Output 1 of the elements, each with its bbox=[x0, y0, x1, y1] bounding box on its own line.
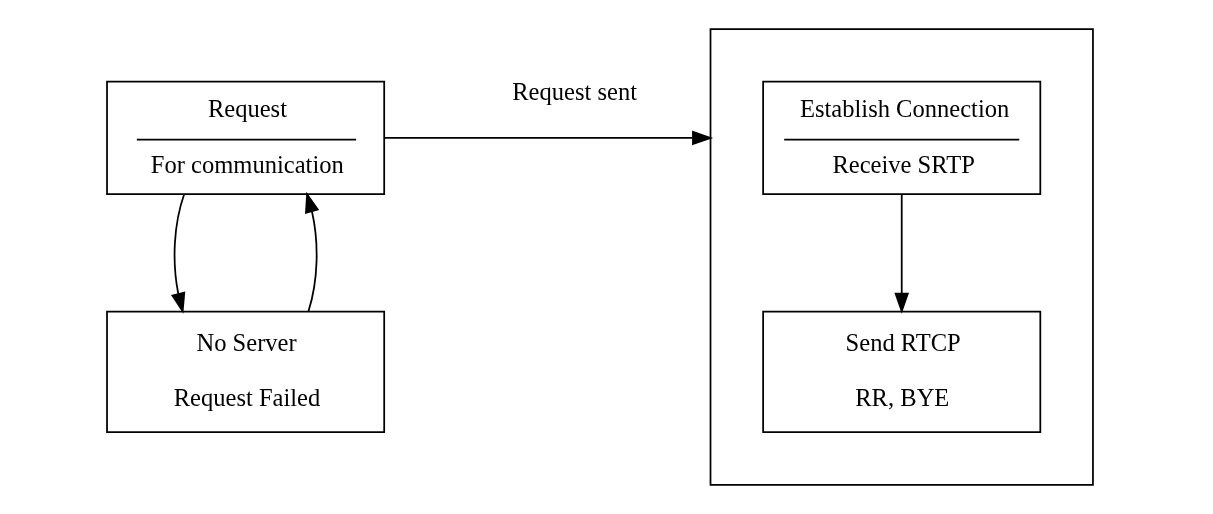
edge-label: Request sent bbox=[511, 77, 637, 105]
